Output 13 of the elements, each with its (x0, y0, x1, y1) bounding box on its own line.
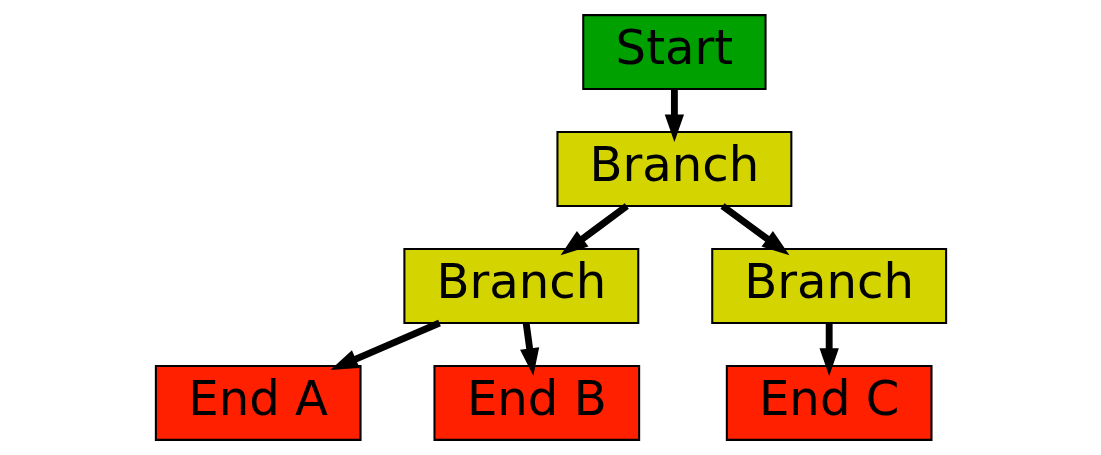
node-box: Branch (555, 131, 792, 208)
arrow (819, 323, 839, 376)
arrow (664, 89, 684, 143)
arrow (329, 319, 441, 371)
node-box: End C (725, 364, 933, 441)
node-box: End B (432, 364, 640, 441)
node-box: End A (154, 364, 362, 441)
arrow (519, 322, 539, 376)
node-box: Branch (710, 247, 947, 324)
arrow (720, 203, 789, 256)
node-box: Start (581, 14, 767, 91)
node-box: Branch (402, 247, 639, 324)
arrow (560, 203, 629, 256)
